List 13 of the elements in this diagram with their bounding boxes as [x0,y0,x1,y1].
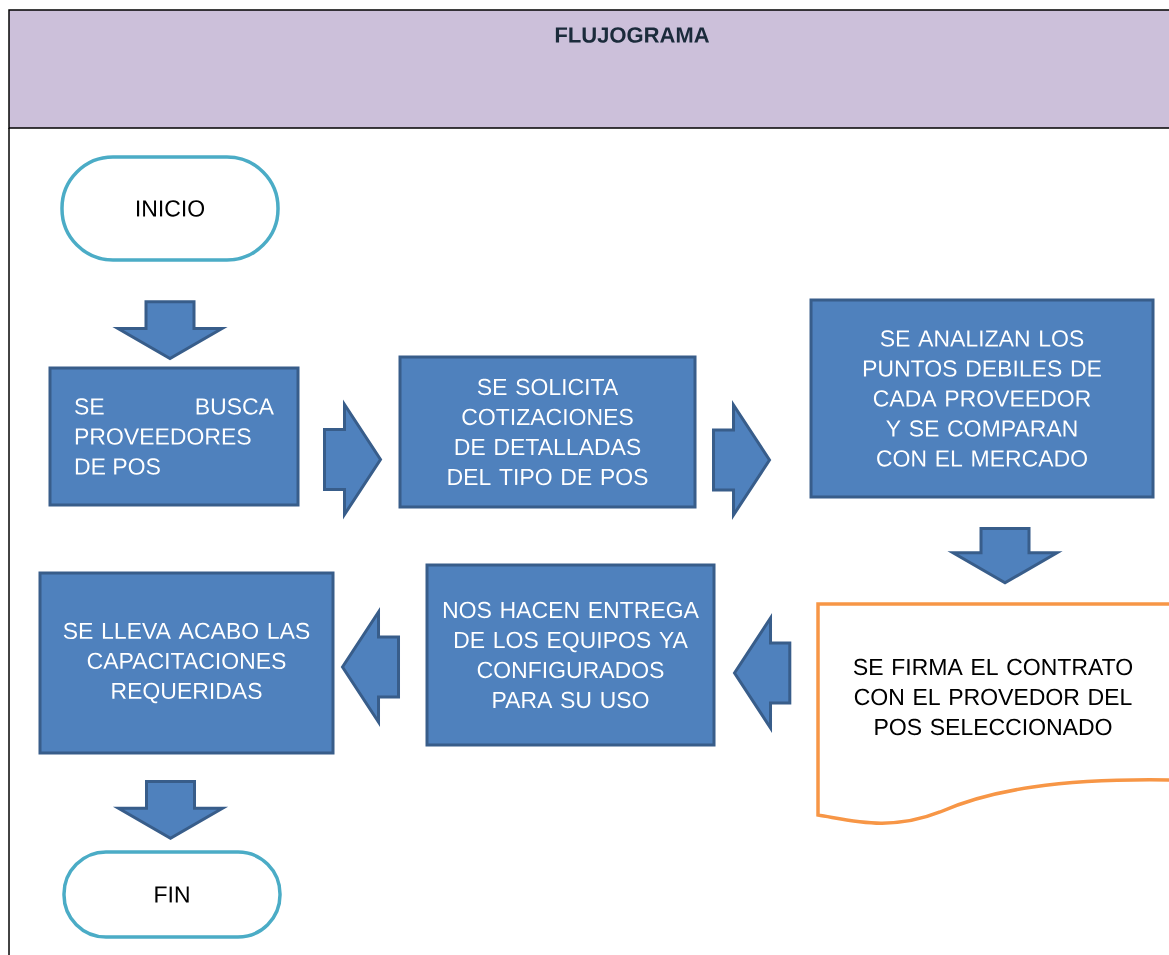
block-arrow [712,399,772,521]
process-box: NOS HACEN ENTREGA DE LOS EQUIPOS YA CONFIGURADOS PARA SU USO [425,563,716,747]
block-arrow [732,612,792,733]
process-box: SE LLEVA ACABO LAS CAPACITACIONES REQUERIDAS [38,571,335,755]
block-arrow [947,527,1063,585]
process-box: SE SOLICITA COTIZACIONES DE DETALLADAS DEL TIPO DE POS [398,355,697,509]
process-box: SE BUSCA PROVEEDORES DE POS [48,366,300,507]
process-box: SE ANALIZAN LOS PUNTOS DEBILES DE CADA PROVEEDOR Y SE COMPARAN CON EL MERCADO [809,298,1155,499]
block-arrow [323,399,383,520]
block-arrow [112,780,229,840]
block-arrow [340,606,400,728]
block-arrow [112,300,228,361]
title: FLUJOGRAMA [555,27,710,43]
